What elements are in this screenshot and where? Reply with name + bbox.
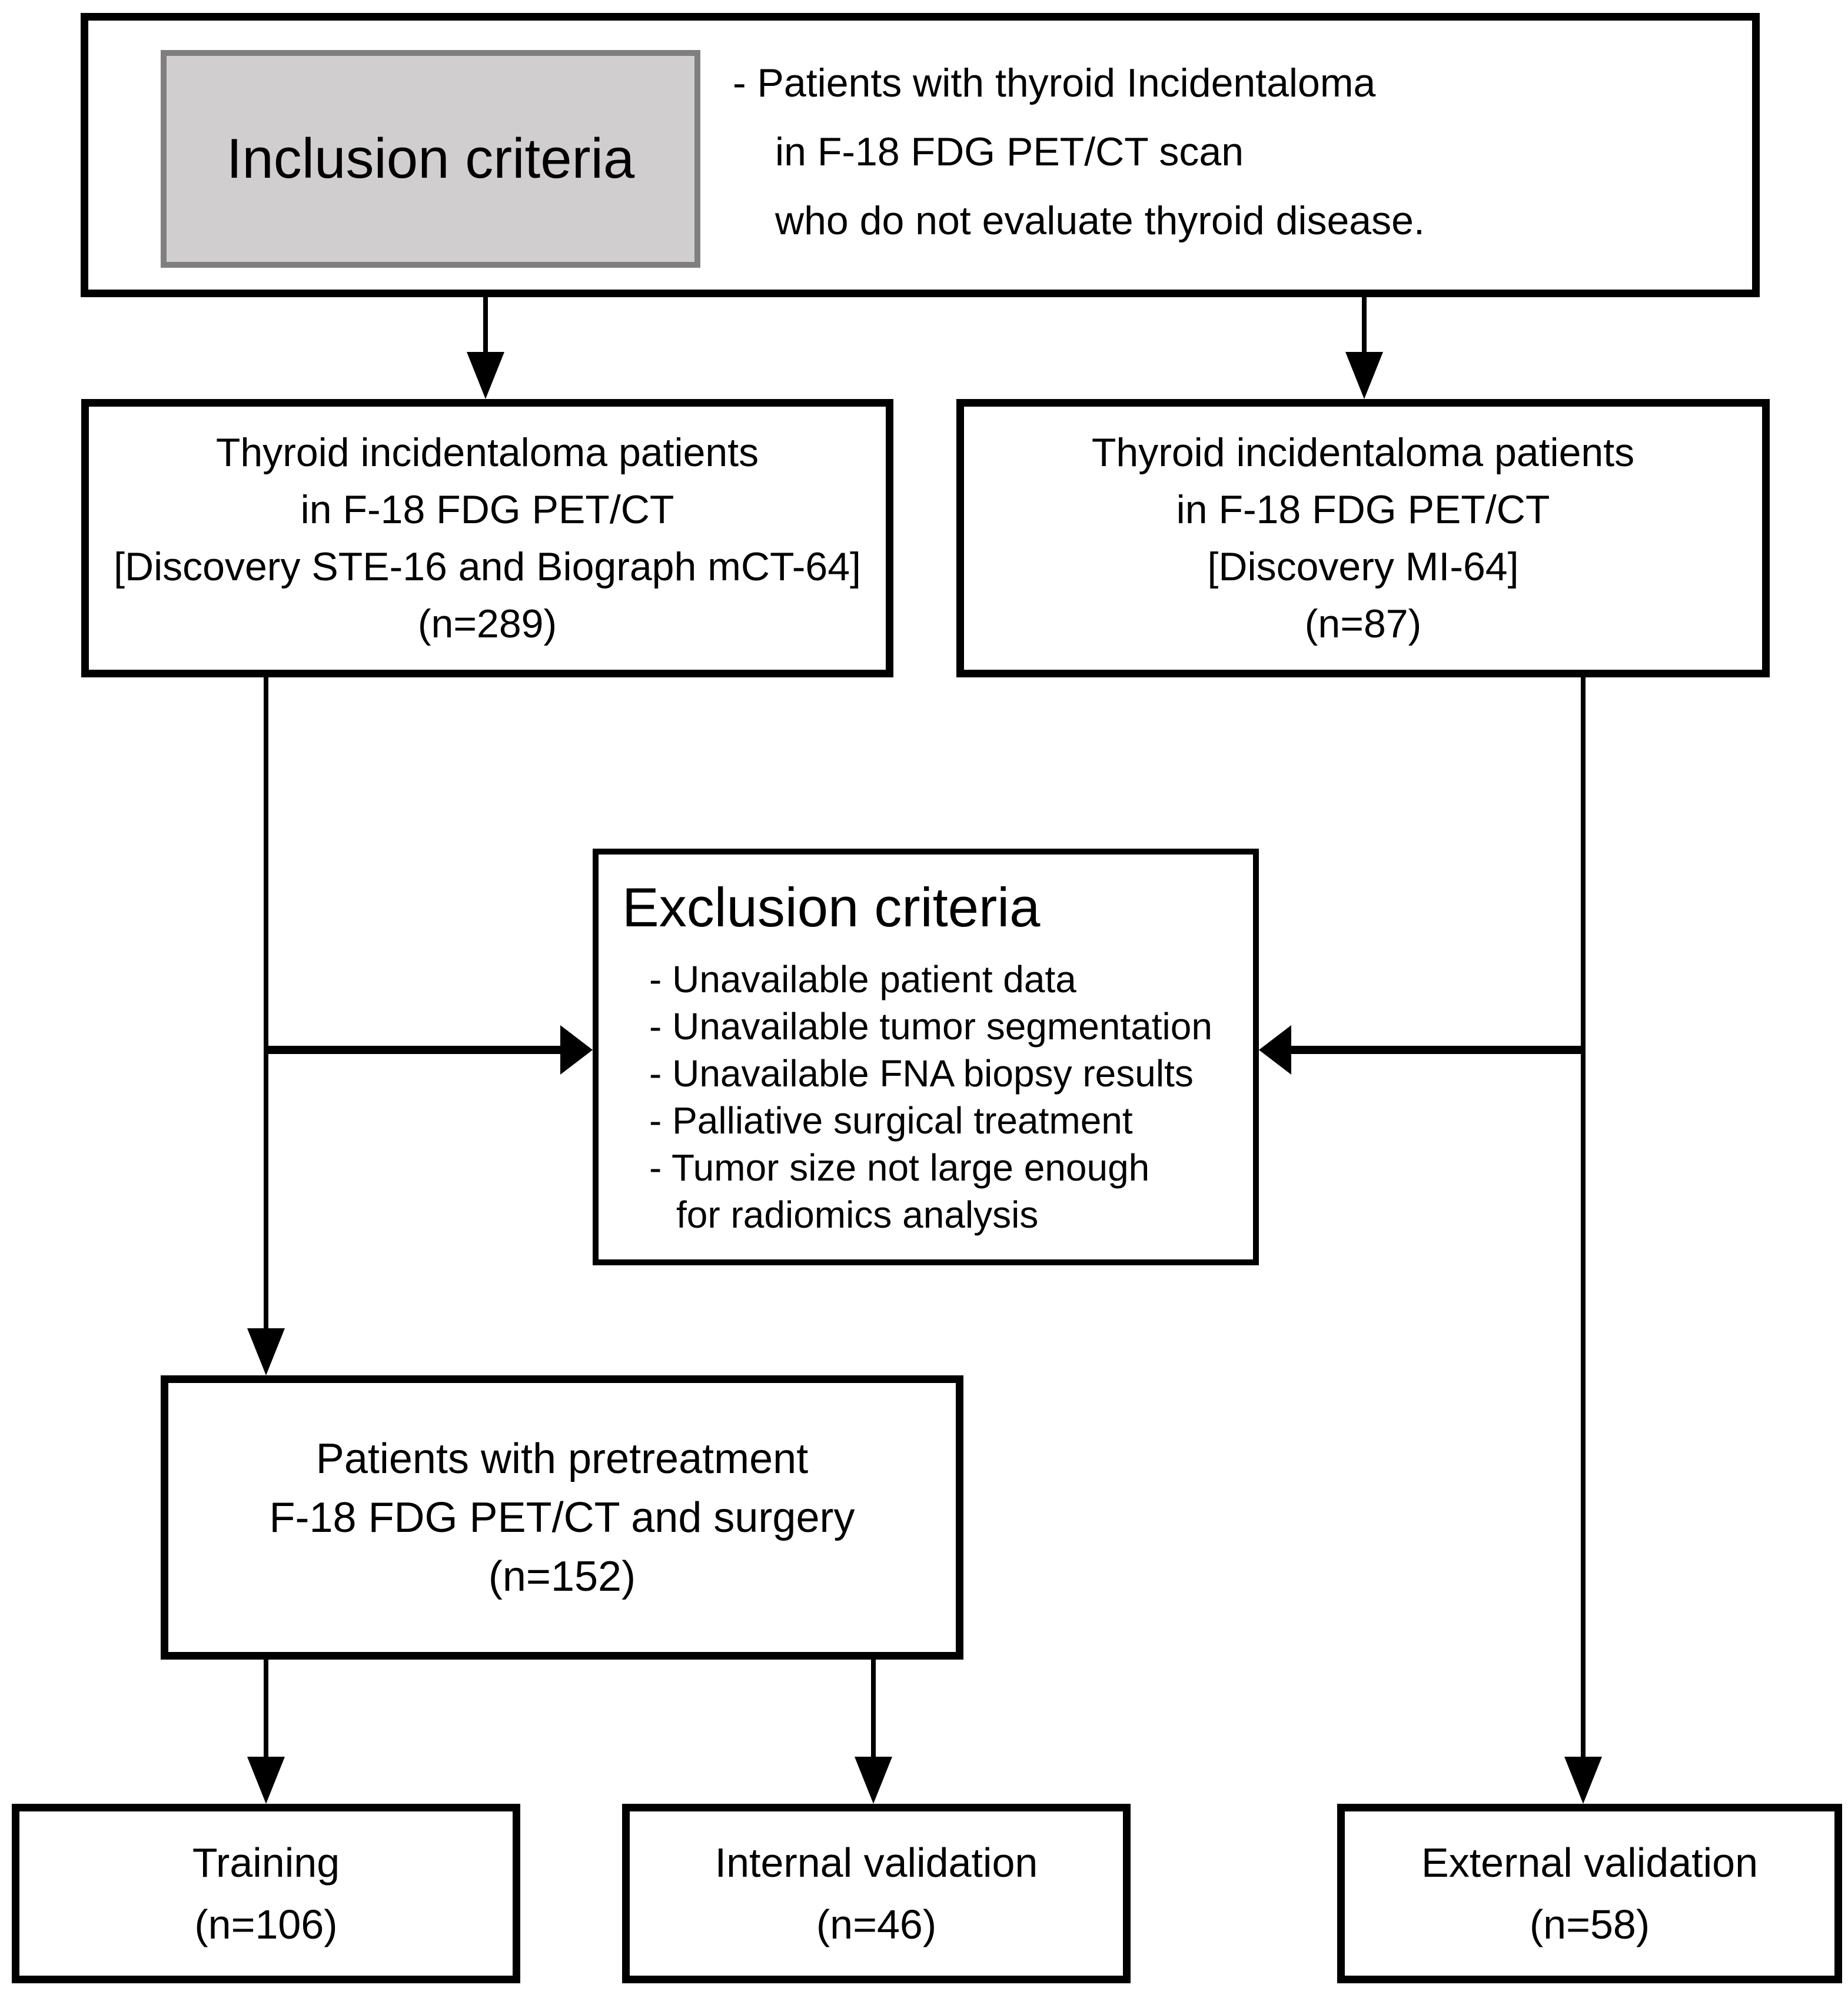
internal-validation-box: Internal validation (n=46) — [622, 1804, 1131, 1983]
pretreatment-line: F-18 FDG PET/CT and surgery — [269, 1494, 855, 1541]
connector-left-to-exclusion — [266, 1046, 565, 1054]
arrowhead-pretreatment — [247, 1328, 285, 1375]
pretreatment-line: Patients with pretreatment — [315, 1435, 809, 1482]
primary-cohort-line: [Discovery STE-16 and Biograph mCT-64] — [114, 544, 861, 589]
external-cohort-line: in F-18 FDG PET/CT — [1176, 487, 1550, 532]
connector-right-to-exclusion — [1287, 1046, 1583, 1054]
external-cohort-box: Thyroid incidentaloma patients in F-18 F… — [956, 399, 1770, 677]
primary-cohort-box: Thyroid incidentaloma patients in F-18 F… — [81, 399, 893, 677]
primary-cohort-count: (n=289) — [417, 601, 557, 646]
exclusion-criteria-title: Exclusion criteria — [622, 876, 1041, 938]
exclusion-item: - Unavailable FNA biopsy results — [649, 1052, 1194, 1095]
training-count: (n=106) — [194, 1901, 338, 1947]
arrowhead-exclusion-right — [1259, 1025, 1291, 1075]
external-validation-label: External validation — [1421, 1839, 1758, 1886]
training-box: Training (n=106) — [12, 1804, 520, 1983]
inclusion-note-line: who do not evaluate thyroid disease. — [775, 198, 1425, 243]
arrowhead-primary-cohort — [467, 352, 504, 399]
internal-validation-count: (n=46) — [816, 1901, 937, 1947]
pretreatment-count: (n=152) — [488, 1552, 636, 1600]
arrowhead-exclusion-left — [560, 1025, 593, 1075]
inclusion-criteria-notes: - Patients with thyroid Incidentaloma in… — [733, 49, 1425, 255]
inclusion-criteria-box: Inclusion criteria - Patients with thyro… — [81, 13, 1760, 297]
external-cohort-line: [Discovery MI-64] — [1207, 544, 1519, 589]
inclusion-criteria-label: Inclusion criteria — [226, 127, 635, 190]
connector-top-to-primary-cohort — [483, 297, 488, 356]
primary-cohort-line: in F-18 FDG PET/CT — [300, 487, 674, 532]
external-validation-count: (n=58) — [1529, 1901, 1650, 1947]
arrowhead-internal-validation — [855, 1757, 892, 1804]
exclusion-item: - Tumor size not large enough — [649, 1146, 1150, 1189]
inclusion-note-line: in F-18 FDG PET/CT scan — [775, 129, 1244, 174]
exclusion-item: - Unavailable tumor segmentation — [649, 1005, 1212, 1048]
primary-cohort-line: Thyroid incidentaloma patients — [215, 430, 759, 475]
arrowhead-training — [247, 1757, 285, 1804]
internal-validation-label: Internal validation — [714, 1839, 1038, 1886]
connector-external-to-validation — [1581, 677, 1586, 1758]
connector-top-to-external-cohort — [1362, 297, 1367, 356]
arrowhead-external-validation — [1564, 1757, 1602, 1804]
external-validation-box: External validation (n=58) — [1337, 1804, 1842, 1983]
exclusion-item-continuation: for radiomics analysis — [676, 1194, 1039, 1236]
exclusion-criteria-list: - Unavailable patient data - Unavailable… — [622, 956, 1212, 1238]
inclusion-criteria-label-box: Inclusion criteria — [161, 50, 700, 268]
exclusion-item: - Palliative surgical treatment — [649, 1099, 1133, 1142]
connector-pretreatment-to-training — [264, 1660, 268, 1760]
inclusion-note-line: - Patients with thyroid Incidentaloma — [733, 61, 1376, 105]
external-cohort-line: Thyroid incidentaloma patients — [1091, 430, 1635, 475]
exclusion-item: - Unavailable patient data — [649, 958, 1076, 1000]
connector-primary-to-pretreatment — [264, 677, 268, 1328]
pretreatment-box: Patients with pretreatment F-18 FDG PET/… — [161, 1375, 963, 1660]
connector-pretreatment-to-internal — [871, 1660, 876, 1760]
training-label: Training — [192, 1839, 340, 1886]
arrowhead-external-cohort — [1345, 352, 1383, 399]
external-cohort-count: (n=87) — [1304, 601, 1422, 646]
exclusion-criteria-box: Exclusion criteria - Unavailable patient… — [593, 849, 1259, 1265]
